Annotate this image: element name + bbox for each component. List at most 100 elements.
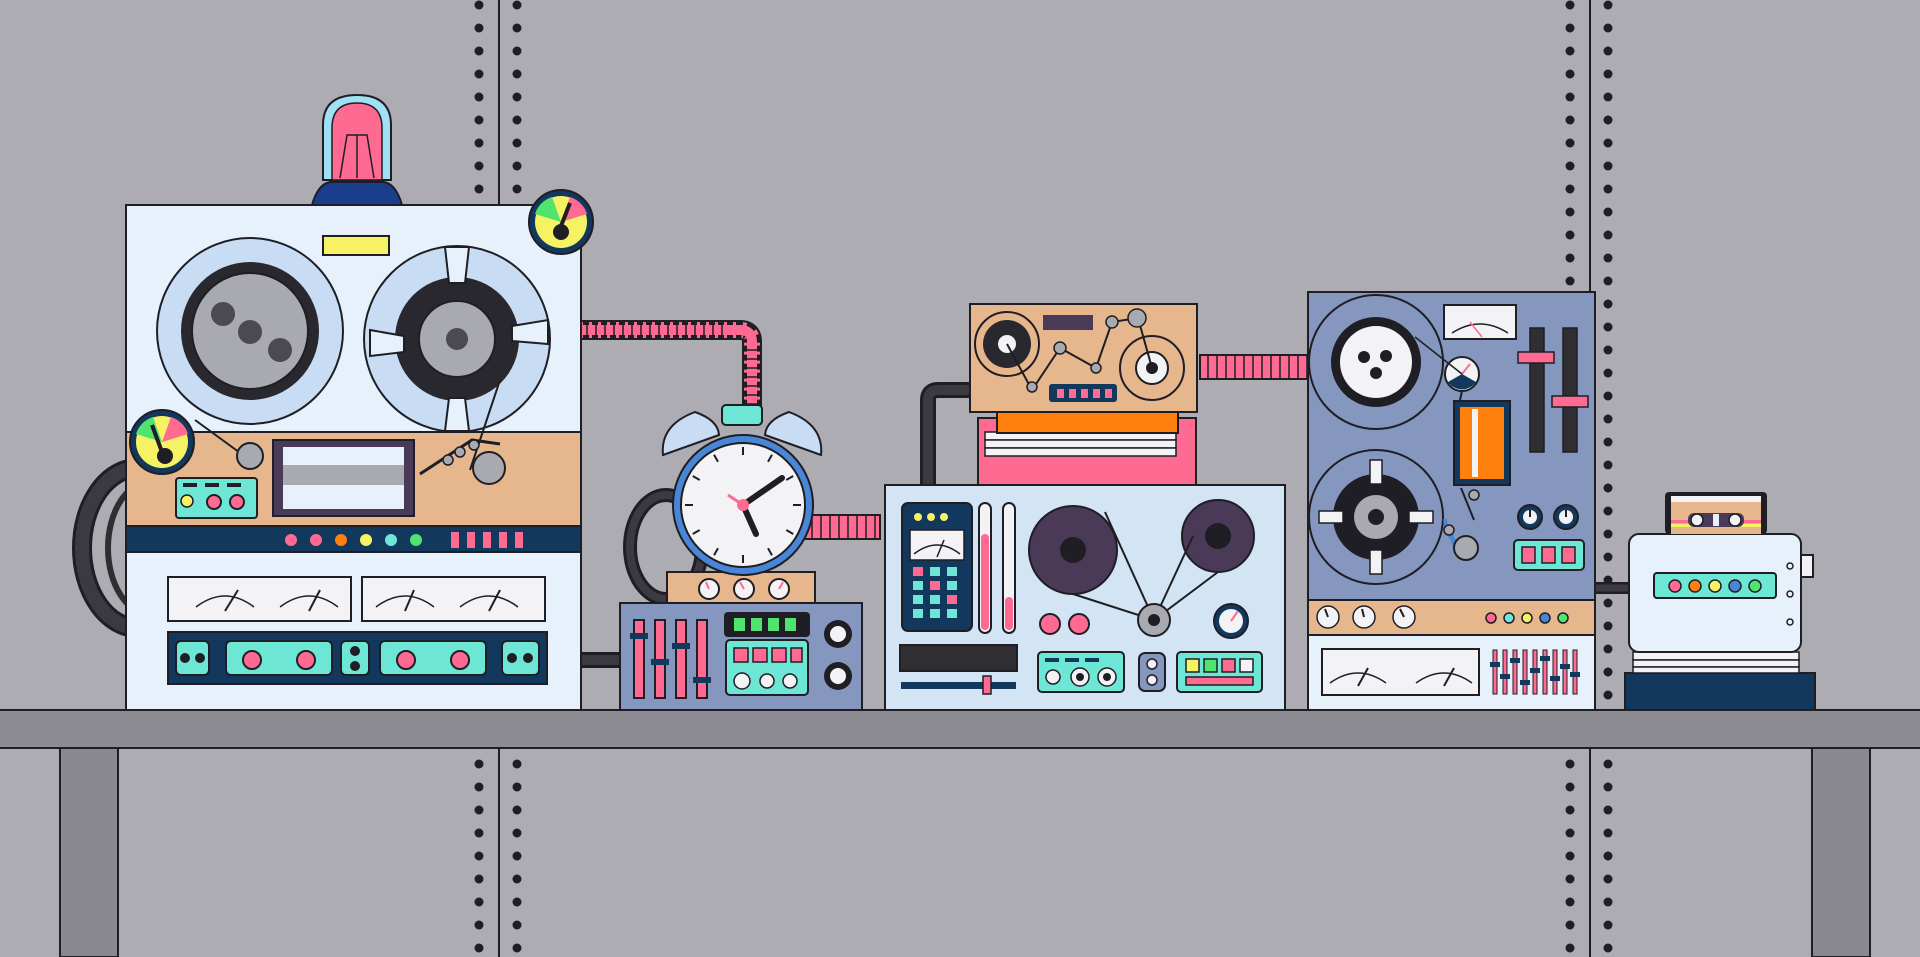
rivet [1603,115,1613,125]
keypad-key [913,567,923,576]
rivet [512,851,522,861]
rivet [1603,207,1613,217]
rivet [474,161,484,171]
keypad-key [913,595,923,604]
rivet [1603,874,1613,884]
alarm-clock-icon [661,404,823,576]
rivet [1603,322,1613,332]
rivet [1603,184,1613,194]
keypad-key [930,581,940,590]
rivet [1603,621,1613,631]
gauge-icon [528,189,594,255]
rivet [1603,345,1613,355]
mini-fader [1552,649,1558,695]
keypad [913,567,957,618]
rivet [1603,897,1613,907]
rivet [512,92,522,102]
keypad-key [913,581,923,590]
rivet [474,943,484,953]
rivet [1603,506,1613,516]
keypad-key [930,609,940,618]
mini-fader [1492,649,1498,695]
rivet [1603,138,1613,148]
rivet [512,115,522,125]
rivet [1603,161,1613,171]
reel-to-reel-recorder-slate [1307,291,1596,711]
siren-light-icon [310,93,404,206]
rivet [1603,437,1613,447]
rivet [1603,782,1613,792]
mini-faders [1490,649,1580,695]
rivet [1565,184,1575,194]
rivet [474,874,484,884]
rivet [1603,460,1613,470]
rivet [474,0,484,10]
rivet [1565,138,1575,148]
rivet [474,782,484,792]
rivet [512,759,522,769]
rivet [1603,23,1613,33]
rivet [512,23,522,33]
rivet [1565,0,1575,10]
mini-fader [1542,649,1548,695]
rivet [1565,46,1575,56]
rivet [1565,874,1575,884]
rivet [1603,690,1613,700]
rivet [1565,828,1575,838]
rivet [1603,391,1613,401]
rivet [512,46,522,56]
reel-left [156,237,344,425]
rivet [512,138,522,148]
rivet [474,46,484,56]
keypad-key [947,595,957,604]
pink-pipes [553,320,1309,540]
rivet [1565,69,1575,79]
rivet [512,782,522,792]
rivet [474,897,484,907]
rivet [1565,92,1575,102]
cassette-player-icon [1624,492,1816,711]
rivet [512,920,522,930]
rivet [1565,253,1575,263]
rivet [1603,667,1613,677]
keypad-key [930,595,940,604]
mini-fader [1502,649,1508,695]
rivet [512,874,522,884]
shelf [0,709,1920,957]
rivet [474,184,484,194]
rivet [512,805,522,815]
rivet [1603,943,1613,953]
rivet [512,0,522,10]
rivet [1565,276,1575,286]
alarm-clock-mixer [619,404,863,711]
rivet [512,184,522,194]
rivet [474,920,484,930]
rivet [1603,230,1613,240]
rivet [1603,644,1613,654]
shelf-board [0,709,1920,749]
rivet [474,805,484,815]
rivet [1603,483,1613,493]
rivet [474,115,484,125]
mixing-console [884,303,1286,711]
rivet [1603,552,1613,562]
rivet [1565,897,1575,907]
rivet [1565,115,1575,125]
shelf-leg-left [59,747,119,957]
rivet [1603,414,1613,424]
vu-meter-icon [195,589,519,612]
rivet [1603,276,1613,286]
rivet [1603,759,1613,769]
rivet [1565,207,1575,217]
rivet [1565,851,1575,861]
rivet [1565,805,1575,815]
rivet [1565,23,1575,33]
rivet [512,69,522,79]
rivet [512,161,522,171]
rivet [474,69,484,79]
rivet [474,851,484,861]
mini-fader [1512,649,1518,695]
rivet [1603,920,1613,930]
rivet [1565,759,1575,769]
